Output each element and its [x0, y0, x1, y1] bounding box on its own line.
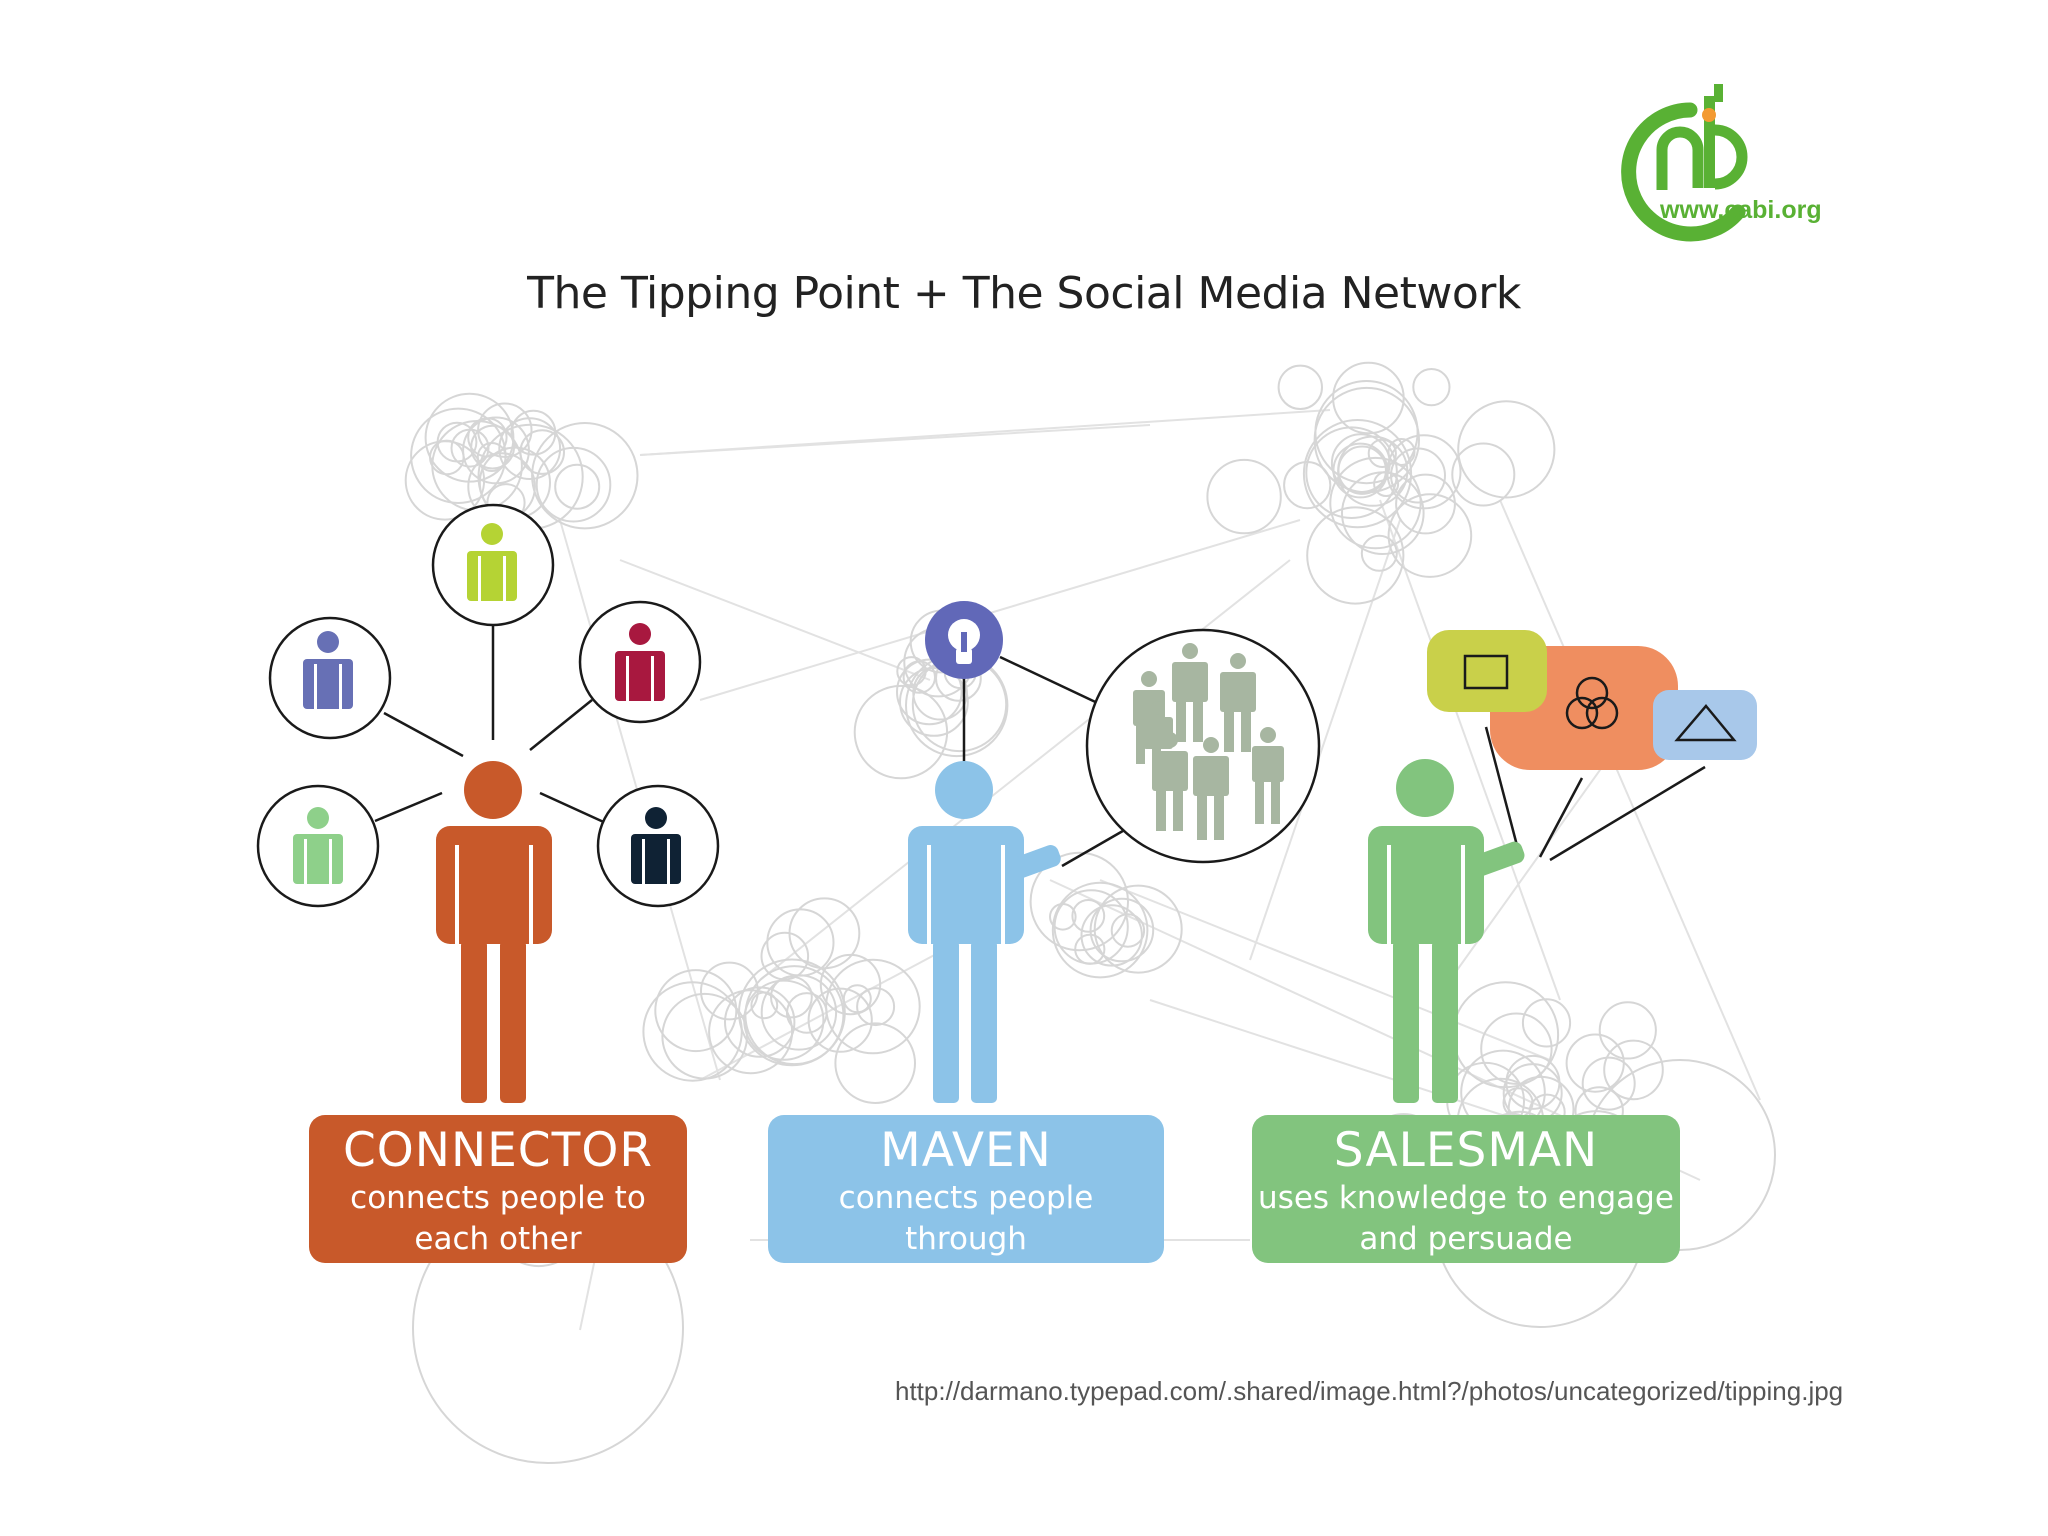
square-card-icon — [1427, 630, 1547, 712]
source-url[interactable]: http://darmano.typepad.com/.shared/image… — [895, 1376, 1843, 1407]
salesman-desc-line1: uses knowledge to engage — [1252, 1178, 1680, 1219]
connector-contact-indigo — [270, 618, 390, 738]
maven-title: MAVEN — [768, 1123, 1164, 1178]
connector-contact-crimson — [580, 602, 700, 722]
triangle-card-icon — [1653, 690, 1757, 760]
maven-desc-line2: sharing knowledge — [768, 1260, 1164, 1301]
lightbulb-icon — [925, 601, 1003, 679]
maven-desc-line1: connects people through — [768, 1178, 1164, 1260]
salesman-label-box: SALESMAN uses knowledge to engage and pe… — [1252, 1115, 1680, 1263]
maven-label-box: MAVEN connects people through sharing kn… — [768, 1115, 1164, 1263]
connector-title: CONNECTOR — [309, 1123, 687, 1178]
salesman-title: SALESMAN — [1252, 1123, 1680, 1178]
connector-desc-line1: connects people to — [309, 1178, 687, 1219]
crowd-icon — [1087, 630, 1319, 862]
cabi-logo-url: www.cabi.org — [1660, 196, 1822, 225]
connector-contact-navy — [598, 786, 718, 906]
diagram-title: The Tipping Point + The Social Media Net… — [0, 268, 2048, 319]
connector-contact-lime — [433, 505, 553, 625]
salesman-desc-line2: and persuade — [1252, 1219, 1680, 1260]
connector-desc-line2: each other — [309, 1219, 687, 1260]
maven-figure-icon — [908, 761, 1063, 1103]
connector-contact-mint — [258, 786, 378, 906]
connector-figure-icon — [436, 761, 552, 1103]
connector-label-box: CONNECTOR connects people to each other — [309, 1115, 687, 1263]
